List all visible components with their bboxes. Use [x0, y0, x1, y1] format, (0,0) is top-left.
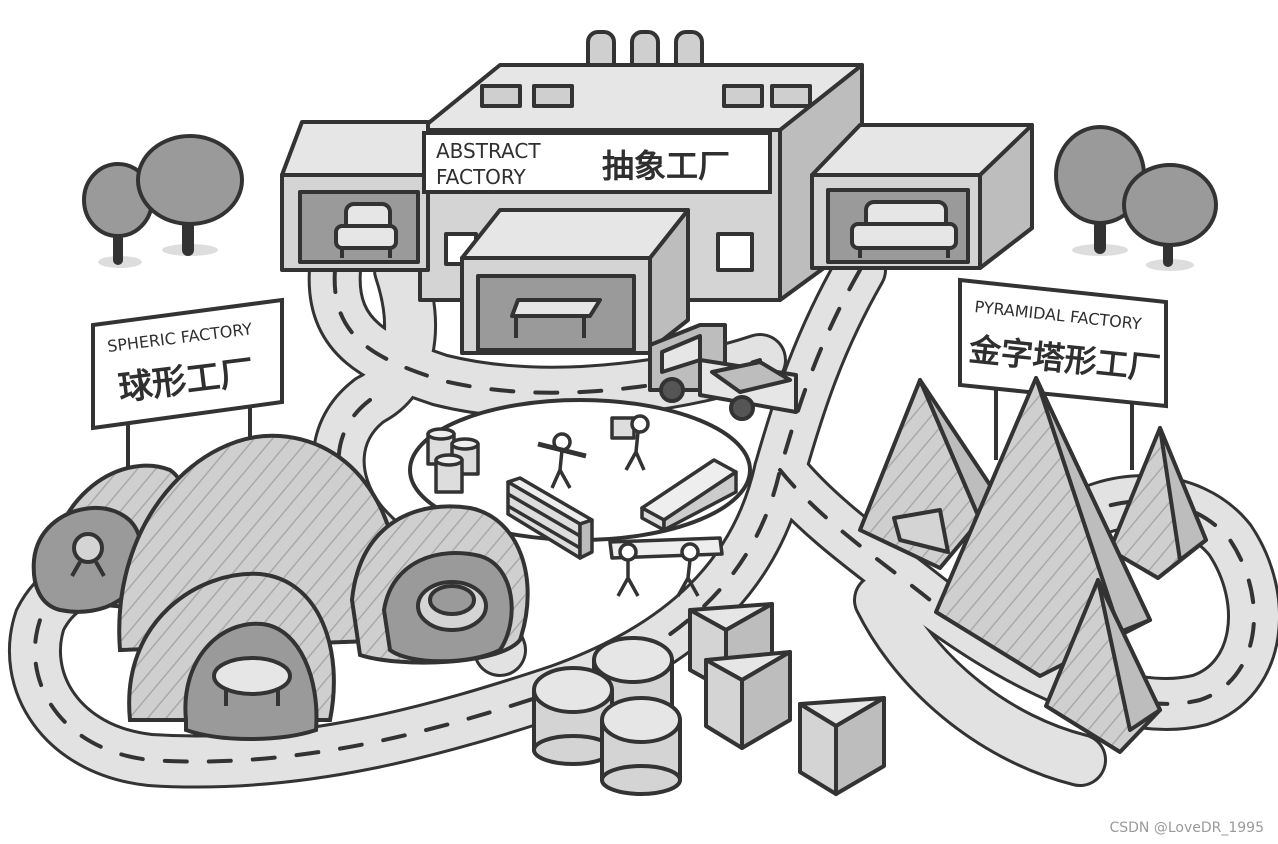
product-stacks: [532, 602, 886, 796]
worker-figure: [537, 432, 587, 489]
table-icon: [510, 298, 602, 338]
wedge-stack-icon: [704, 650, 792, 750]
roads: [8, 243, 1278, 789]
watermark: CSDN @LoveDR_1995: [1109, 820, 1264, 836]
round-sofa-icon: [416, 580, 488, 632]
worker-figure: [610, 414, 650, 471]
round-table-icon: [212, 656, 292, 706]
armchair-left-icon: [334, 202, 398, 258]
spheric-factory-domes: [31, 433, 530, 741]
chair-icon: [70, 532, 106, 577]
corner-sofa-icon: [892, 508, 950, 554]
abstract-sign-en-line2: FACTORY: [436, 165, 527, 189]
barrels-icon: [426, 427, 480, 494]
plank-stack-icon: [506, 476, 594, 560]
yard-items: [426, 414, 738, 597]
pyramidal-factory-pyramids: [858, 376, 1208, 754]
abstract-sign-en-line1: ABSTRACT: [436, 139, 541, 163]
brick-stack-icon: [640, 458, 738, 532]
abstract-factory-sign: ABSTRACT FACTORY 抽象工厂: [422, 131, 772, 194]
trees-right: [1054, 125, 1218, 271]
abstract-factory-building: [280, 30, 1034, 355]
disc-stack-icon: [600, 696, 682, 796]
workers-carrying-beam: [608, 536, 724, 597]
spheric-factory-sign: SPHERIC FACTORY 球形工厂: [91, 297, 284, 470]
sofa-right-icon: [850, 200, 958, 258]
disc-stack-icon: [532, 666, 614, 766]
pyramidal-factory-sign: PYRAMIDAL FACTORY 金字塔形工厂: [958, 277, 1168, 470]
trees-left: [82, 134, 244, 268]
abstract-sign-cn: 抽象工厂: [602, 147, 730, 185]
delivery-truck: [648, 323, 798, 421]
wedge-stack-icon: [798, 696, 886, 796]
